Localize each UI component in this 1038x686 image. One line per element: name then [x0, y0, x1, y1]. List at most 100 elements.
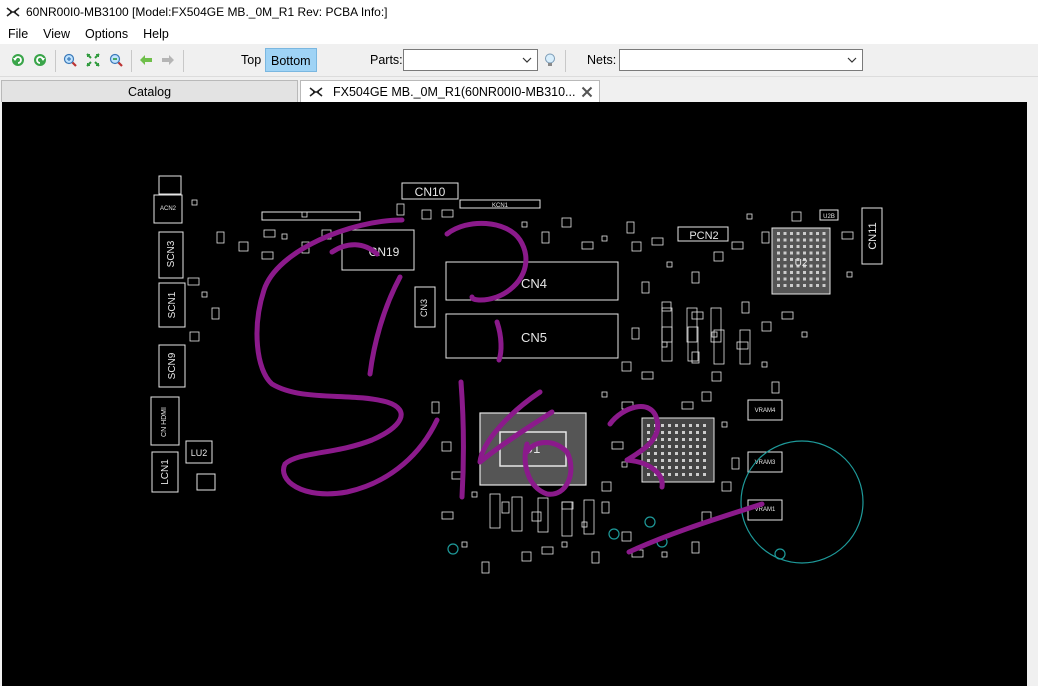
chevron-down-icon[interactable]	[520, 53, 534, 67]
smd-part	[721, 481, 732, 492]
bga-ball	[790, 284, 793, 287]
zoom-out-icon[interactable]	[106, 50, 126, 70]
bga-ball	[783, 277, 787, 281]
bga-ball	[696, 473, 699, 476]
smd-part	[713, 251, 724, 262]
smd-part	[441, 511, 454, 520]
smd-part	[781, 311, 794, 320]
zoom-in-icon[interactable]	[60, 50, 80, 70]
bga-ball	[803, 238, 806, 242]
nets-combobox[interactable]	[619, 49, 863, 71]
inductor-part	[511, 496, 523, 532]
bottom-view-toggle[interactable]: Bottom	[265, 48, 317, 72]
smd-part	[396, 203, 405, 216]
bga-ball	[661, 424, 664, 427]
ink-stroke	[458, 379, 466, 500]
bga-ball	[703, 431, 706, 434]
tab-catalog[interactable]: Catalog	[1, 80, 298, 102]
bga-ball	[796, 271, 800, 274]
bga-ball	[689, 473, 692, 476]
bga-ball	[822, 271, 826, 274]
bga-ball	[803, 284, 806, 287]
bga-ball	[703, 445, 706, 448]
bga-ball	[783, 264, 787, 268]
smd-part	[701, 391, 712, 402]
bga-ball	[661, 438, 664, 441]
bga-ball	[647, 438, 650, 441]
bga-ball	[777, 264, 780, 268]
bga-ball	[816, 264, 819, 268]
component-label: KCN1	[492, 203, 509, 209]
smd-part	[611, 441, 624, 450]
top-view-toggle[interactable]: Top	[241, 53, 262, 67]
smd-part	[501, 501, 510, 514]
ink-stroke	[522, 440, 574, 497]
bga-ball	[696, 459, 699, 462]
bga-ball	[703, 452, 706, 455]
component-outline	[677, 226, 729, 242]
bga-ball	[696, 452, 699, 455]
smd-part	[631, 327, 640, 340]
menu-help[interactable]: Help	[143, 27, 169, 41]
smd-part	[626, 221, 635, 234]
bga-ball	[803, 271, 806, 274]
component-label: SCN1	[167, 291, 178, 318]
inductor-part	[710, 307, 722, 343]
smd-part	[601, 481, 612, 492]
tab-board[interactable]: FX504GE MB._0M_R1(60NR00I0-MB310...	[300, 80, 600, 102]
forward-arrow-icon[interactable]	[158, 50, 178, 70]
bga-ball	[816, 232, 819, 235]
bga-ball	[661, 466, 664, 469]
bga-ball	[809, 232, 813, 235]
chevron-down-icon[interactable]	[845, 53, 859, 67]
bga-ball	[783, 271, 787, 274]
vertical-scrollbar[interactable]	[1027, 102, 1038, 686]
fit-to-window-icon[interactable]	[83, 50, 103, 70]
bga-ball	[777, 271, 780, 274]
smd-part	[541, 546, 554, 555]
component-outline	[158, 175, 182, 195]
highlight-bulb-icon[interactable]	[540, 50, 560, 70]
bga-ball	[809, 238, 813, 242]
title-bar: 60NR00I0-MB3100 [Model:FX504GE MB._0M_R1…	[0, 0, 1038, 24]
tab-catalog-label: Catalog	[127, 84, 172, 99]
close-icon[interactable]	[581, 86, 593, 98]
bga-ball	[682, 445, 685, 448]
bga-ball	[682, 452, 685, 455]
bga-ball	[654, 445, 657, 448]
toolbar-separator	[131, 50, 132, 72]
menu-view[interactable]: View	[43, 27, 71, 41]
menu-options[interactable]: Options	[85, 27, 129, 41]
bga-ball	[696, 424, 699, 427]
pch-package	[771, 227, 831, 295]
component-outline	[158, 282, 186, 328]
component-label: VRAM4	[755, 408, 776, 414]
smd-part	[187, 277, 200, 286]
bga-ball	[647, 424, 650, 427]
menu-file[interactable]: File	[8, 27, 29, 41]
smd-part	[461, 541, 468, 548]
rotate-right-icon[interactable]	[30, 50, 50, 70]
component-outline	[158, 231, 184, 279]
smd-part	[441, 441, 452, 452]
back-arrow-icon[interactable]	[136, 50, 156, 70]
component-label: U2B	[823, 214, 835, 220]
bga-ball	[822, 238, 826, 242]
rotate-left-icon[interactable]	[8, 50, 28, 70]
smd-part	[591, 551, 600, 564]
bga-ball	[647, 459, 650, 462]
bga-ball	[790, 277, 793, 281]
parts-combobox[interactable]	[403, 49, 538, 71]
bga-ball	[803, 232, 806, 235]
bga-ball	[783, 245, 787, 248]
component-label: SCN3	[166, 240, 177, 267]
smd-part	[681, 401, 694, 410]
smd-part	[746, 213, 753, 220]
smd-part	[281, 233, 288, 240]
bga-ball	[803, 251, 806, 255]
bga-ball	[783, 238, 787, 242]
bga-ball	[796, 264, 800, 268]
bga-ball	[689, 438, 692, 441]
